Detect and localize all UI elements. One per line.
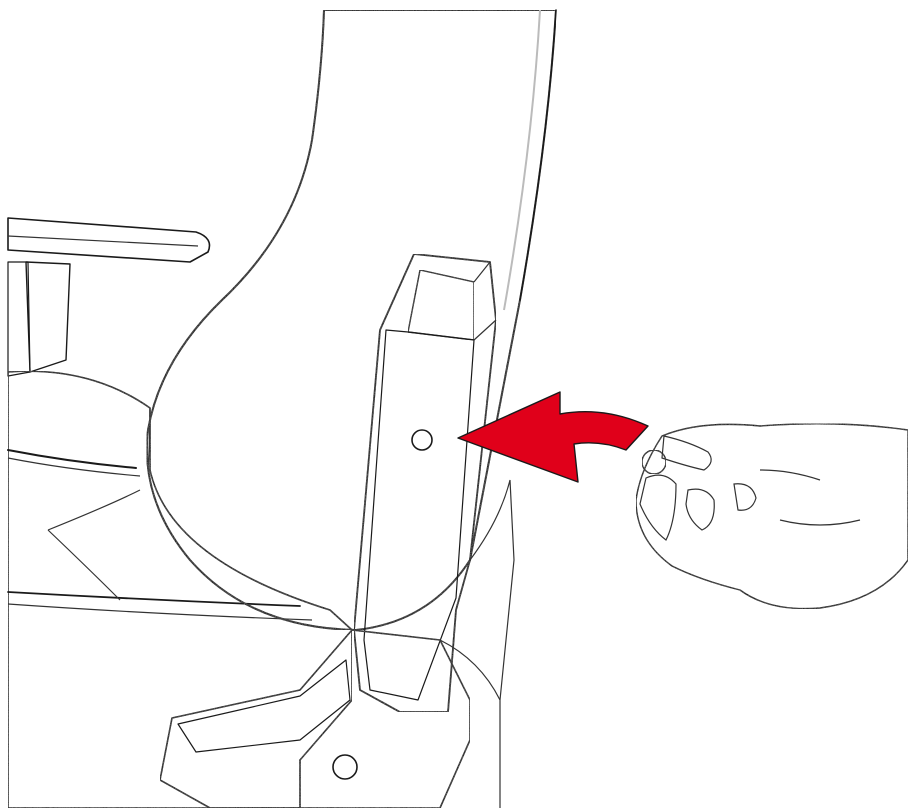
- chair-backrest: [147, 10, 556, 630]
- screw-hole[interactable]: [412, 430, 432, 450]
- lower-screw-hole[interactable]: [333, 755, 357, 779]
- hand-holding-cap: [636, 424, 908, 609]
- cover-cap: [642, 450, 666, 474]
- side-bracket-slot: [354, 254, 496, 712]
- chair-seat-cushion: [8, 371, 352, 808]
